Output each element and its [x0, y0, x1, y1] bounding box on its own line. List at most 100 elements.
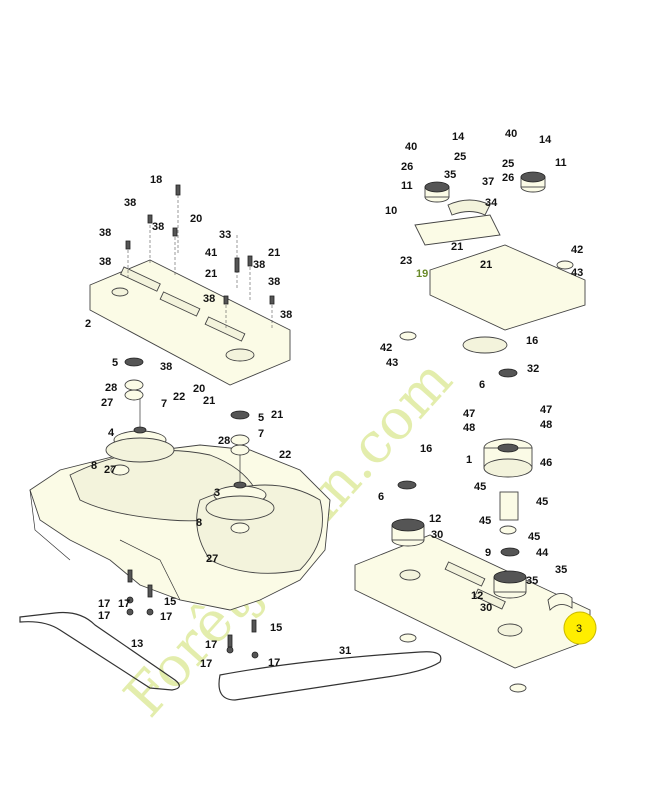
spindle-3: [205, 450, 275, 521]
label-19: 19: [416, 268, 428, 280]
pulley-12a: [391, 518, 425, 547]
label-38: 38: [152, 221, 164, 233]
label-23: 23: [400, 255, 412, 267]
label-38: 38: [124, 197, 136, 209]
label-8: 8: [196, 517, 202, 529]
clutch-1: [483, 438, 533, 478]
label-38: 38: [203, 293, 215, 305]
label-5: 5: [112, 357, 118, 369]
label-7: 7: [161, 398, 167, 410]
label-17: 17: [98, 598, 110, 610]
label-38: 38: [99, 227, 111, 239]
label-38: 38: [280, 309, 292, 321]
label-28: 28: [105, 382, 117, 394]
label-20: 20: [193, 383, 205, 395]
pulley-11b: [520, 171, 546, 193]
label-37: 37: [482, 176, 494, 188]
label-45: 45: [528, 531, 540, 543]
pulley-11a: [424, 181, 450, 203]
label-11: 11: [555, 157, 567, 169]
label-30: 30: [431, 529, 443, 541]
label-27: 27: [206, 553, 218, 565]
bolts-left: [125, 184, 275, 330]
label-7: 7: [258, 428, 264, 440]
plate-2: [89, 259, 291, 386]
label-9: 9: [485, 547, 491, 559]
label-14: 14: [539, 134, 552, 146]
label-35: 35: [526, 575, 538, 587]
label-42: 42: [571, 244, 583, 256]
part-labels: 18 20 38 38 38 38 33 21 41 38 21 38 38 2…: [85, 128, 583, 670]
label-26: 26: [502, 172, 514, 184]
bracket-10: [414, 199, 501, 246]
label-34: 34: [485, 197, 498, 209]
bracket-45: [499, 491, 519, 521]
label-41: 41: [205, 247, 217, 259]
label-21: 21: [268, 247, 280, 259]
label-21: 21: [205, 268, 217, 280]
label-40: 40: [405, 141, 417, 153]
label-28: 28: [218, 435, 230, 447]
label-17: 17: [205, 639, 217, 651]
label-17: 17: [118, 598, 130, 610]
label-4: 4: [108, 427, 115, 439]
callout-3[interactable]: 3: [563, 611, 597, 645]
label-18: 18: [150, 174, 162, 186]
pulley-12b: [493, 570, 527, 599]
label-16: 16: [526, 335, 538, 347]
label-14: 14: [452, 131, 465, 143]
label-13: 13: [131, 638, 143, 650]
label-10: 10: [385, 205, 397, 217]
label-26: 26: [401, 161, 413, 173]
label-12: 12: [471, 590, 483, 602]
label-45: 45: [536, 496, 548, 508]
label-17: 17: [160, 611, 172, 623]
label-20: 20: [190, 213, 202, 225]
label-48: 48: [540, 419, 552, 431]
label-47: 47: [540, 404, 552, 416]
label-35: 35: [555, 564, 567, 576]
label-11: 11: [401, 180, 413, 192]
label-33: 33: [219, 229, 231, 241]
label-25: 25: [454, 151, 466, 163]
label-6: 6: [479, 379, 485, 391]
label-16: 16: [420, 443, 432, 455]
left-bearings: [110, 357, 250, 534]
label-21: 21: [451, 241, 463, 253]
callout-circle[interactable]: [563, 611, 597, 645]
label-17: 17: [268, 657, 280, 669]
label-40: 40: [505, 128, 517, 140]
label-44: 44: [536, 547, 549, 559]
label-15: 15: [270, 622, 282, 634]
upper-right-plate: [429, 244, 586, 354]
label-27: 27: [101, 397, 113, 409]
label-15: 15: [164, 596, 176, 608]
label-21: 21: [203, 395, 215, 407]
label-35: 35: [444, 169, 456, 181]
label-17: 17: [200, 658, 212, 670]
label-46: 46: [540, 457, 552, 469]
label-38: 38: [268, 276, 280, 288]
label-8: 8: [91, 460, 97, 472]
label-22: 22: [173, 391, 185, 403]
label-45: 45: [474, 481, 486, 493]
belt-31: [218, 651, 442, 701]
bottom-left-bolts: [126, 569, 259, 659]
label-3: 3: [214, 487, 220, 499]
label-43: 43: [571, 267, 583, 279]
label-25: 25: [502, 158, 514, 170]
label-12: 12: [429, 513, 441, 525]
label-31: 31: [339, 645, 351, 657]
label-1: 1: [466, 454, 472, 466]
label-38: 38: [253, 259, 265, 271]
label-43: 43: [386, 357, 398, 369]
label-42: 42: [380, 342, 392, 354]
label-22: 22: [279, 449, 291, 461]
label-27: 27: [104, 464, 116, 476]
spindle-4: [105, 390, 175, 463]
label-32: 32: [527, 363, 539, 375]
label-38: 38: [99, 256, 111, 268]
mower-deck: [29, 444, 331, 611]
label-30: 30: [480, 602, 492, 614]
